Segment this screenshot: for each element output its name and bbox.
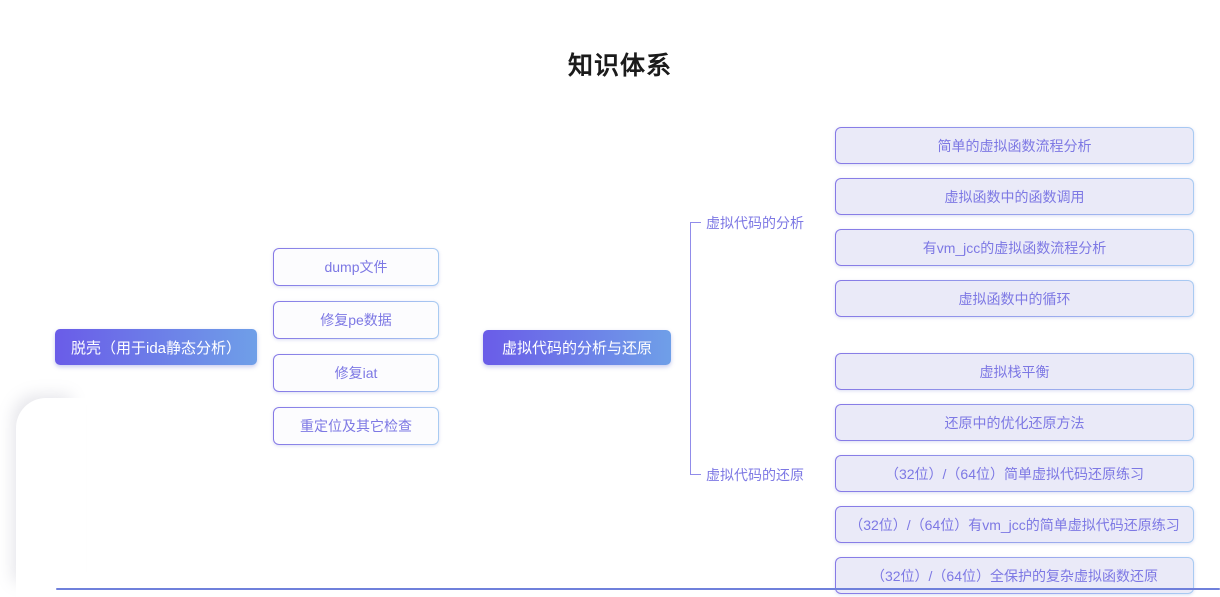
page-title: 知识体系: [567, 52, 672, 80]
node-label: 虚拟函数中的函数调用: [836, 179, 1193, 214]
node-label: 虚拟栈平衡: [836, 354, 1193, 389]
node-fix-pe-data[interactable]: 修复pe数据: [273, 301, 439, 339]
branch-bracket-tick-top: [690, 222, 701, 223]
node-fix-iat[interactable]: 修复iat: [273, 354, 439, 392]
node-label: 重定位及其它检查: [274, 408, 438, 444]
node-label: dump文件: [274, 249, 438, 285]
node-label: （32位）/（64位）简单虚拟代码还原练习: [836, 456, 1193, 491]
branch-bracket-tick-bottom: [690, 474, 701, 475]
node-label: 修复iat: [274, 355, 438, 391]
leaf-virtual-stack-balance[interactable]: 虚拟栈平衡: [835, 353, 1194, 390]
node-label: 虚拟函数中的循环: [836, 281, 1193, 316]
node-label: 有vm_jcc的虚拟函数流程分析: [836, 230, 1193, 265]
node-label: 修复pe数据: [274, 302, 438, 338]
node-dump-file[interactable]: dump文件: [273, 248, 439, 286]
panel-corner-shadow: [16, 398, 86, 597]
root-node-unpacking[interactable]: 脱壳（用于ida静态分析）: [55, 329, 257, 365]
node-label: （32位）/（64位）全保护的复杂虚拟函数还原: [836, 558, 1193, 593]
node-label: 简单的虚拟函数流程分析: [836, 128, 1193, 163]
leaf-vfunc-calls[interactable]: 虚拟函数中的函数调用: [835, 178, 1194, 215]
leaf-simple-vm-restore-practice[interactable]: （32位）/（64位）简单虚拟代码还原练习: [835, 455, 1194, 492]
leaf-full-protection-complex-vfunc-restore[interactable]: （32位）/（64位）全保护的复杂虚拟函数还原: [835, 557, 1194, 594]
branch-label-vm-restore[interactable]: 虚拟代码的还原: [706, 467, 804, 483]
hub-node-vm-analysis-restore[interactable]: 虚拟代码的分析与还原: [483, 330, 671, 365]
branch-bracket-line: [690, 222, 691, 475]
leaf-optimized-restore-methods[interactable]: 还原中的优化还原方法: [835, 404, 1194, 441]
node-label: 还原中的优化还原方法: [836, 405, 1193, 440]
leaf-simple-vfunc-flow-analysis[interactable]: 简单的虚拟函数流程分析: [835, 127, 1194, 164]
branch-label-vm-analysis[interactable]: 虚拟代码的分析: [706, 215, 804, 231]
node-label: （32位）/（64位）有vm_jcc的简单虚拟代码还原练习: [836, 507, 1193, 542]
leaf-vmjcc-vfunc-flow-analysis[interactable]: 有vm_jcc的虚拟函数流程分析: [835, 229, 1194, 266]
bottom-divider-line: [56, 588, 1220, 590]
leaf-vmjcc-simple-vm-restore-practice[interactable]: （32位）/（64位）有vm_jcc的简单虚拟代码还原练习: [835, 506, 1194, 543]
leaf-vfunc-loops[interactable]: 虚拟函数中的循环: [835, 280, 1194, 317]
node-relocation-checks[interactable]: 重定位及其它检查: [273, 407, 439, 445]
node-label: 虚拟代码的分析与还原: [501, 340, 652, 357]
node-label: 脱壳（用于ida静态分析）: [70, 339, 242, 357]
